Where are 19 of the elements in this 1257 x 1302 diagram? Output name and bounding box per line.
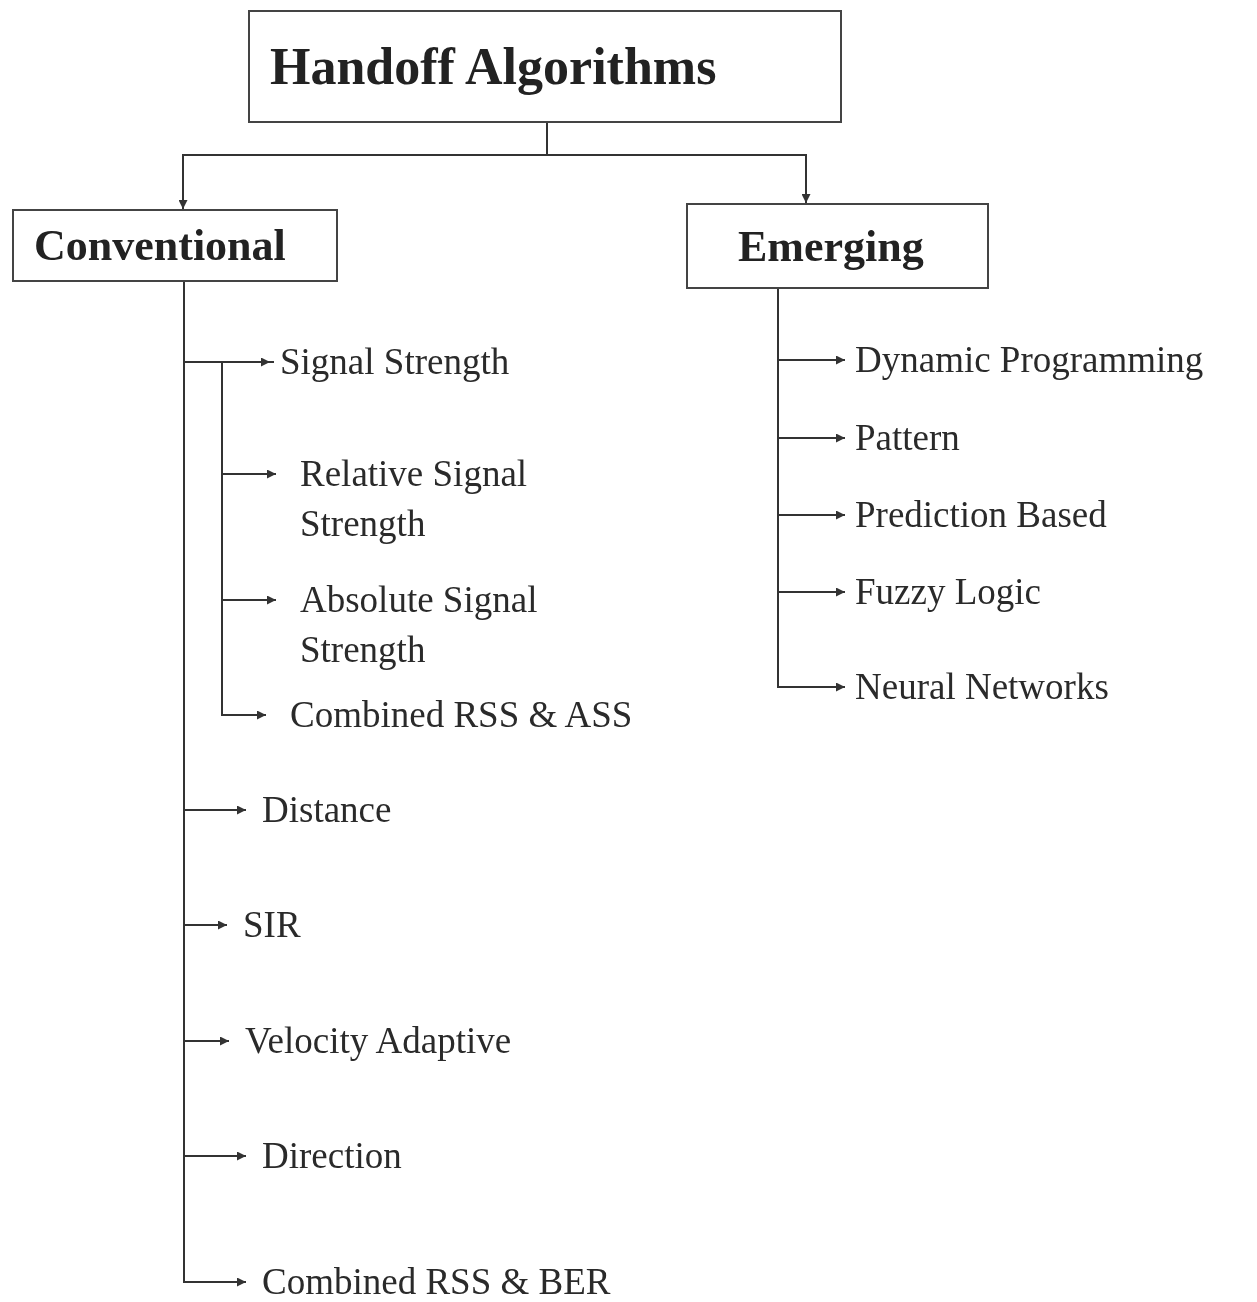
category-label: Combined RSS & ASS <box>290 690 633 740</box>
category-label: SIR <box>243 900 301 950</box>
arrow <box>546 122 811 204</box>
category-label: Distance <box>262 785 392 835</box>
category-label: Prediction Based <box>855 490 1107 540</box>
category-label: Relative Signal Strength <box>300 449 600 549</box>
category-label: Combined RSS & BER <box>262 1257 611 1302</box>
category-box: Handoff Algorithms <box>248 10 842 123</box>
category-label: Absolute Signal Strength <box>300 575 620 675</box>
category-label: Dynamic Programming <box>855 335 1204 385</box>
category-box: Conventional <box>12 209 338 282</box>
arrow <box>221 361 275 720</box>
category-label: Direction <box>262 1131 402 1181</box>
category-label: Neural Networks <box>855 662 1109 712</box>
category-label: Velocity Adaptive <box>245 1016 512 1066</box>
category-label: Signal Strength <box>280 337 510 387</box>
category-label: Fuzzy Logic <box>855 567 1041 617</box>
category-box: Emerging <box>686 203 989 289</box>
category-label: Pattern <box>855 413 960 463</box>
